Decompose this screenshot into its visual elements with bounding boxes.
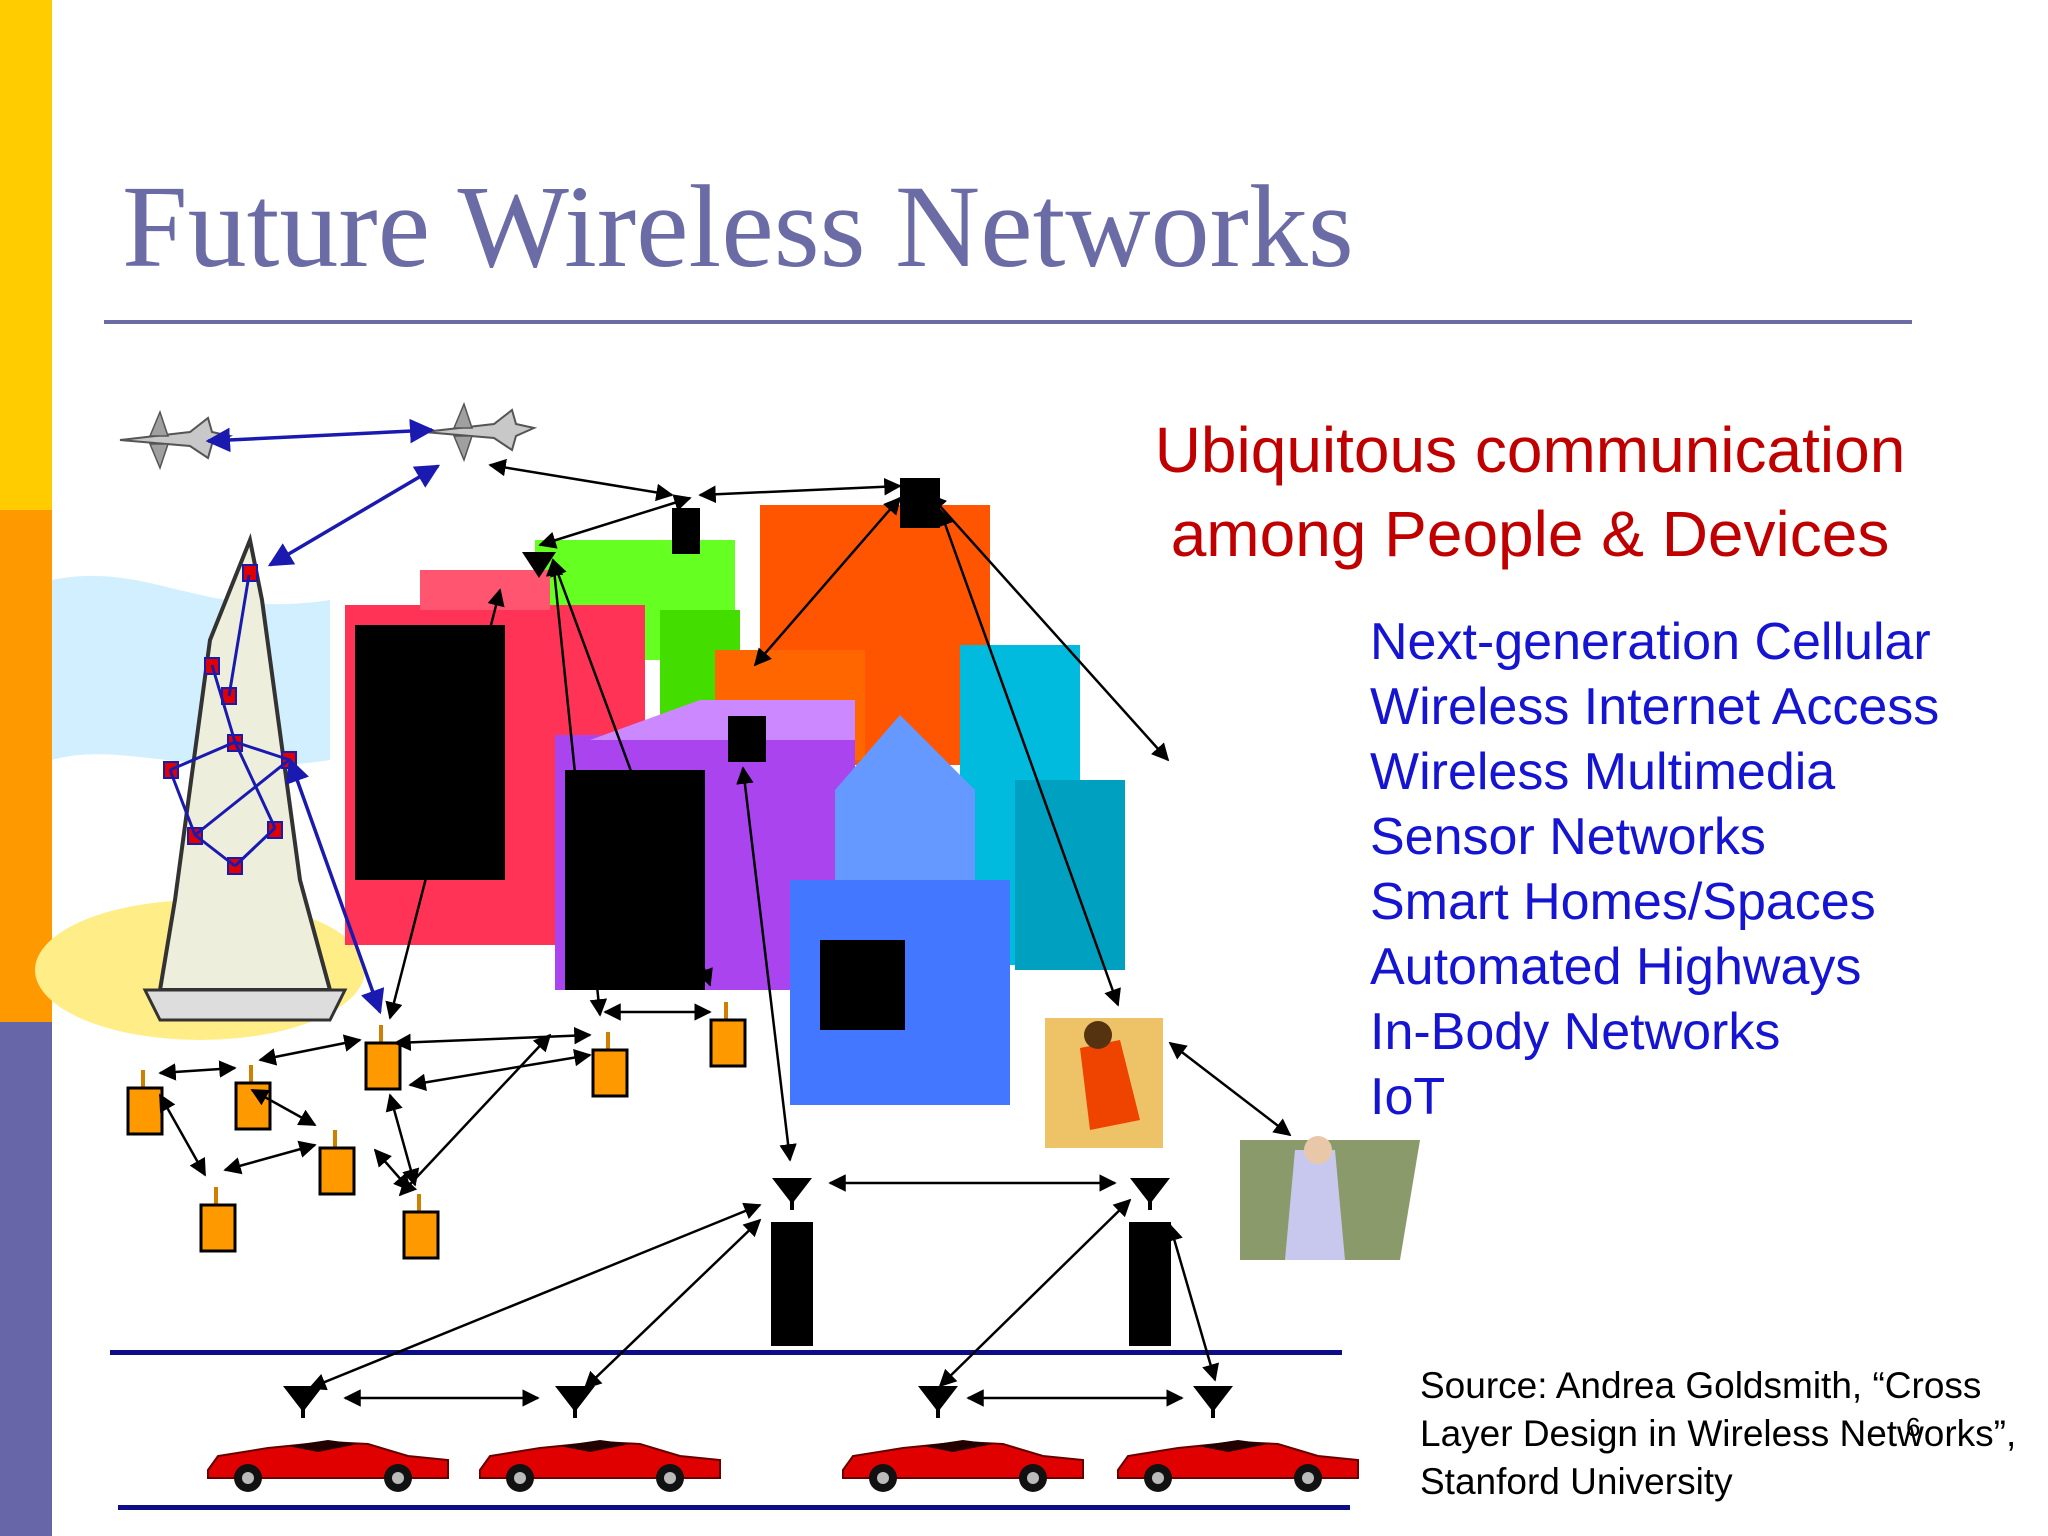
- list-item: Smart Homes/Spaces: [1370, 873, 1876, 931]
- highway-lane-icon: [110, 1350, 1342, 1355]
- application-list: Next-generation Cellular Wireless Intern…: [1370, 610, 1939, 1130]
- list-item: Sensor Networks: [1370, 808, 1766, 866]
- source-citation: Source: Andrea Goldsmith, “Cross Layer D…: [1420, 1365, 2017, 1502]
- headline-line-2: among People & Devices: [1170, 498, 1890, 570]
- sensor-icon: [591, 1030, 629, 1098]
- list-item: Automated Highways: [1370, 938, 1862, 996]
- title-underline: [104, 320, 1912, 324]
- list-item: Wireless Internet Access: [1370, 678, 1940, 736]
- antenna-icon: [1129, 1178, 1171, 1346]
- sensor-icon: [402, 1192, 440, 1260]
- sidebar-orange-band: [0, 510, 52, 1022]
- car-icon: [207, 1386, 449, 1493]
- list-item: Next-generation Cellular: [1370, 613, 1931, 671]
- sensor-icon: [126, 1068, 164, 1136]
- sidebar-yellow-band: [0, 0, 52, 510]
- person-icon: [1240, 1136, 1420, 1260]
- sensor-icon: [318, 1128, 356, 1196]
- sensor-icon: [199, 1185, 237, 1253]
- page-number: 6: [1906, 1412, 1921, 1442]
- person-icon: [1045, 1018, 1163, 1148]
- list-item: Wireless Multimedia: [1370, 743, 1836, 801]
- slide-headline: Ubiquitous communication among People & …: [1080, 408, 1980, 576]
- car-icon: [842, 1386, 1084, 1493]
- sensor-icon: [709, 1000, 747, 1068]
- sidebar-blue-band: [0, 1022, 52, 1536]
- list-item: IoT: [1370, 1068, 1446, 1126]
- jet-icon: [423, 403, 535, 461]
- highway-lane-icon: [118, 1505, 1350, 1510]
- antenna-icon: [771, 1178, 813, 1346]
- list-item: In-Body Networks: [1370, 1003, 1781, 1061]
- headline-line-1: Ubiquitous communication: [1154, 414, 1906, 486]
- slide-title: Future Wireless Networks: [122, 161, 1354, 292]
- sensor-icon: [364, 1023, 402, 1091]
- car-icon: [1117, 1386, 1359, 1493]
- car-icon: [479, 1386, 721, 1493]
